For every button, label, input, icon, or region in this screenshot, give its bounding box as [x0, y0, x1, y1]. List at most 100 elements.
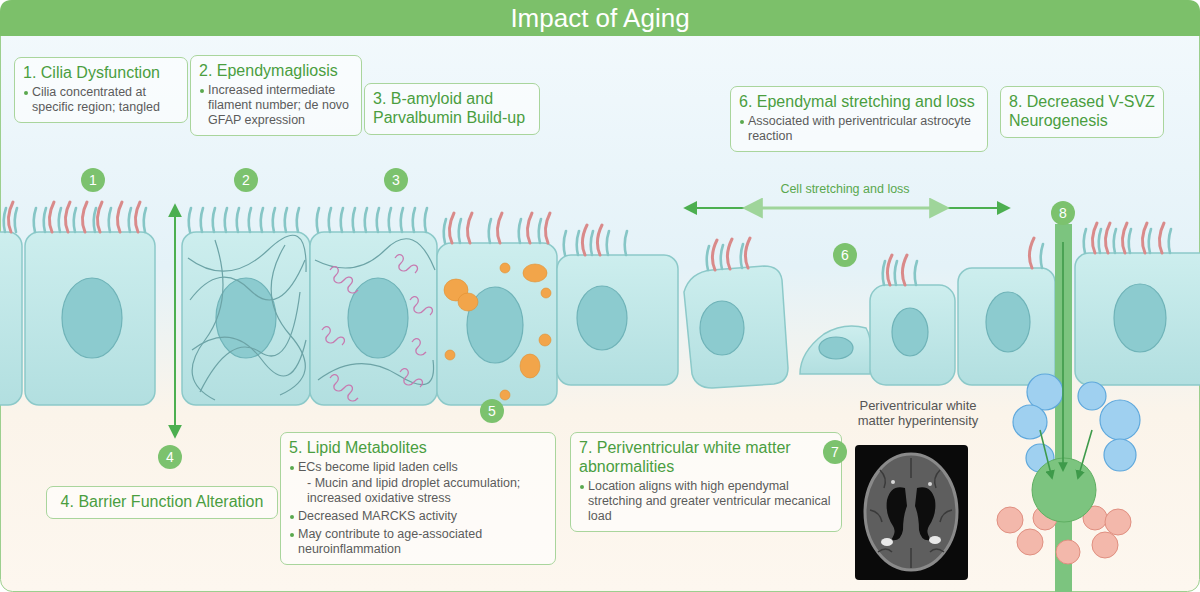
cilia-part	[297, 208, 299, 232]
cilia-part	[539, 219, 541, 243]
lipid-droplets-part	[539, 334, 551, 346]
intermediate-filaments-part	[190, 260, 305, 300]
cilia-part	[1159, 223, 1164, 253]
bullet-text: Location aligns with high ependymal stre…	[588, 479, 833, 524]
cilia-part	[1169, 229, 1171, 253]
intermediate-filaments-part	[188, 235, 306, 272]
ependymal-cells-part	[870, 285, 955, 385]
amyloid-parvalbumin-part	[395, 255, 417, 273]
intermediate-filaments	[188, 235, 435, 400]
cilia-part	[82, 202, 87, 232]
cilia-part	[15, 208, 17, 232]
cilia-part	[467, 213, 472, 243]
cilia-part	[225, 208, 227, 232]
cilia-part	[4, 208, 6, 232]
cell-nuclei	[62, 278, 1166, 363]
ependymal-cells-part	[182, 232, 310, 405]
ependymal-cells-part	[0, 232, 22, 405]
mri-image	[855, 445, 968, 580]
mri-image-part-part	[910, 548, 912, 568]
cilia-part	[449, 213, 454, 243]
cilia-part	[497, 213, 502, 243]
mri-image-part-part	[930, 549, 944, 552]
cilia-part	[59, 208, 61, 232]
lipid-droplets-part	[500, 390, 510, 400]
bullet-text: Cilia concentrated at specific region; t…	[32, 85, 179, 115]
barrier-arrow	[175, 206, 176, 436]
cilia-part	[1149, 229, 1151, 253]
title-band	[0, 0, 1200, 36]
mri-image-part	[870, 458, 952, 568]
lipid-droplets-part	[445, 350, 455, 360]
cell-nuclei-part	[216, 278, 276, 358]
cilia-part	[97, 202, 102, 232]
cilia-part	[365, 208, 367, 232]
cilia-part	[741, 244, 743, 268]
cilia-part	[329, 208, 331, 232]
callout-number: 1	[81, 168, 105, 192]
cilia-part	[1114, 229, 1116, 253]
cilia-part	[883, 261, 885, 285]
cilia-part	[1142, 223, 1147, 253]
cilia-part	[545, 213, 550, 243]
cilia-part	[902, 255, 907, 285]
callout-number: 5	[480, 399, 504, 423]
cilia-part	[1099, 229, 1101, 253]
cilia-part	[625, 231, 627, 255]
mri-image-part	[881, 538, 893, 546]
callout-number: 4	[158, 445, 182, 469]
cilia-part	[582, 225, 587, 255]
cilia-part	[189, 208, 191, 232]
lipid-droplets-part	[500, 263, 510, 273]
bullet-text: Decreased MARCKS activity	[298, 509, 547, 524]
cilia-part	[317, 208, 319, 232]
ependymal-cells-part	[800, 326, 871, 374]
cilia-part	[712, 240, 717, 270]
callout-number: 6	[833, 243, 857, 267]
cilia-part	[895, 261, 897, 285]
cilia-part	[144, 208, 146, 232]
stretching-arrow	[686, 208, 1008, 209]
lipid-droplets-part	[523, 264, 547, 282]
cilia-part	[401, 208, 403, 232]
text-box: 4. Barrier Function Alteration	[46, 486, 278, 519]
box-heading: 3. B-amyloid and Parvalbumin Build-up	[373, 89, 531, 127]
mri-image-part-part	[880, 470, 885, 488]
cell-nuclei-part	[577, 286, 627, 350]
bullet-text: ECs become lipid laden cells	[298, 460, 547, 475]
ependymal-cells-part	[958, 268, 1055, 385]
lipid-droplets	[444, 263, 551, 400]
cilia	[4, 202, 1171, 285]
mri-image-part-part	[910, 458, 912, 478]
mri-image-part-part	[878, 549, 892, 552]
cilia-part	[74, 208, 76, 232]
cilia-part	[459, 219, 461, 243]
box-heading: 1. Cilia Dysfunction	[23, 63, 179, 82]
cilia-part	[489, 219, 491, 243]
neural-stem-cell-part-part	[1105, 509, 1131, 535]
cilia-part	[34, 208, 36, 232]
cilia-part	[273, 208, 275, 232]
cilia-part	[285, 208, 287, 232]
cilia-part	[109, 208, 111, 232]
amyloid-parvalbumin	[322, 255, 432, 401]
cilia-part	[8, 202, 13, 232]
lipid-droplets-part	[458, 293, 478, 311]
cilia-part	[727, 239, 732, 269]
mri-image-part	[891, 480, 895, 484]
cilia-part	[527, 213, 532, 243]
callout-number: 3	[384, 168, 408, 192]
cilia-part	[607, 231, 609, 255]
box-heading: 4. Barrier Function Alteration	[55, 492, 269, 511]
cilia-part	[1092, 223, 1097, 253]
ependymal-cells-part	[557, 255, 678, 385]
box-heading: 7. Periventricular white matter abnormal…	[579, 438, 833, 476]
bullet-text: May contribute to age-associated neuroin…	[298, 527, 547, 557]
stretching-arrow-part	[746, 207, 946, 210]
cilia-part	[597, 225, 602, 255]
mri-image-part-part	[940, 510, 952, 522]
cilia-part	[135, 202, 140, 232]
neural-stem-cell	[997, 224, 1140, 592]
neural-stem-cell-part	[1062, 242, 1064, 470]
